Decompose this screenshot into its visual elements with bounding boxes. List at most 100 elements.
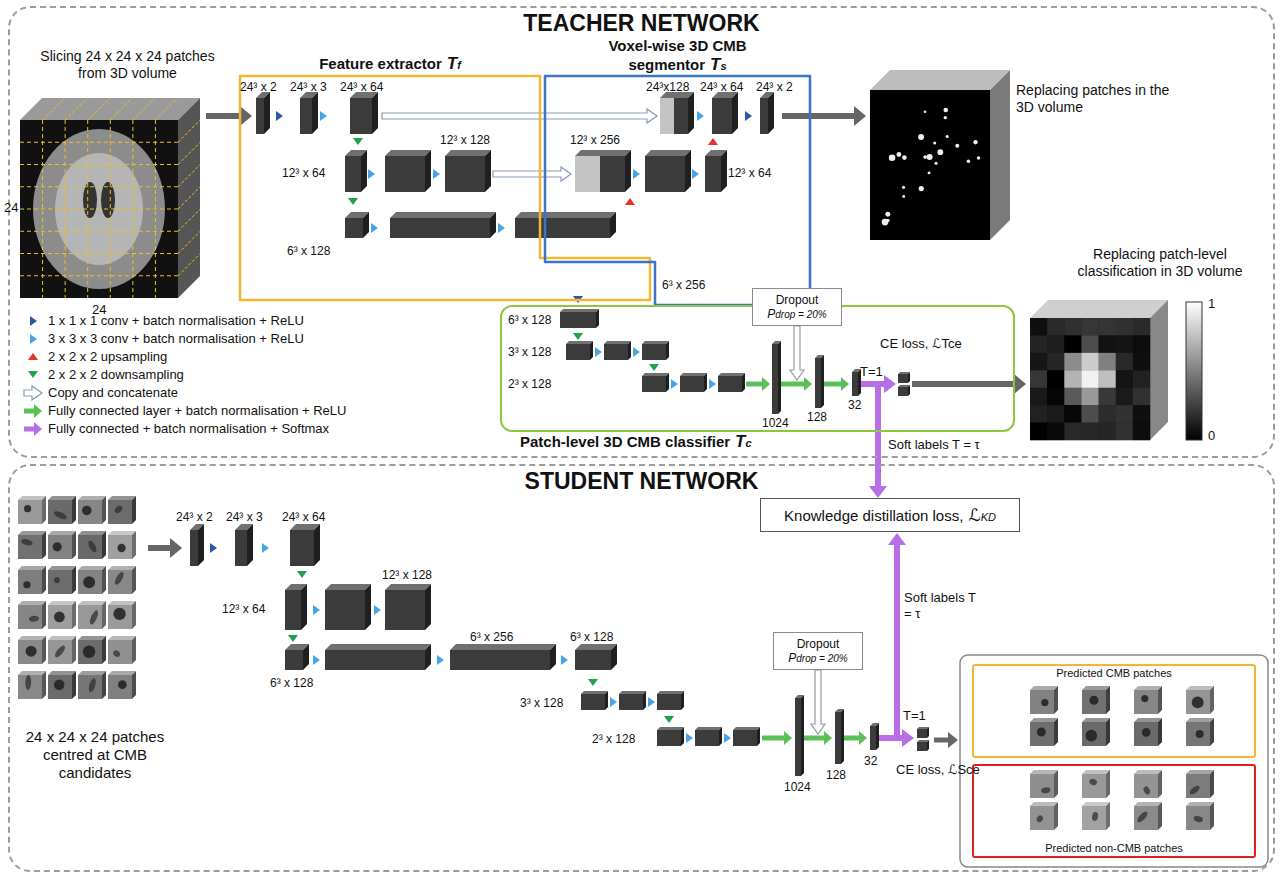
feature-map <box>645 156 685 192</box>
probability-cell <box>1081 353 1098 371</box>
arrow-line <box>912 381 1015 387</box>
patch-grid <box>178 232 200 254</box>
arrow-line <box>762 736 785 741</box>
patch-cube <box>48 601 76 605</box>
probability-cell <box>1030 353 1047 371</box>
patch-cube <box>18 605 42 629</box>
feature-map <box>732 92 738 134</box>
probability-cell <box>1047 318 1064 336</box>
volume-top <box>1030 300 1168 318</box>
patch-cube <box>78 601 106 605</box>
feature-map <box>300 98 312 134</box>
module-heading-text: Tf <box>447 54 461 75</box>
feature-map <box>695 730 719 746</box>
segmented-microbleed <box>902 186 905 189</box>
module-outline: Voxel-wise 3D CMB segmentorTs <box>545 76 810 305</box>
segmented-microbleed <box>937 149 943 155</box>
feature-map <box>485 150 491 192</box>
copy-arrow <box>493 167 571 181</box>
feature-map <box>657 691 684 694</box>
microbleed-blob <box>1037 728 1046 737</box>
probability-cell <box>1030 370 1047 388</box>
feature-map <box>325 584 371 590</box>
segmented-microbleed <box>967 159 970 162</box>
feature-map <box>361 150 367 192</box>
module-outline-path <box>240 76 650 300</box>
module-heading: Patch-level 3D CMB classifierTc <box>520 432 752 453</box>
patch-cube <box>1134 770 1162 774</box>
patch-cube <box>1030 770 1058 774</box>
text-label: 24³ x 2 <box>240 80 277 94</box>
text-label: 32 <box>864 754 877 768</box>
downsample-arrow <box>288 635 298 642</box>
patch-cube <box>48 636 76 640</box>
feature-map <box>390 218 490 238</box>
patch-cube <box>18 496 46 500</box>
feature-map <box>575 156 600 192</box>
patch-cube <box>48 496 76 500</box>
patch-cube <box>1158 770 1162 798</box>
patch-cube <box>72 601 76 629</box>
conv-arrow <box>692 169 699 179</box>
arrow-head <box>784 731 792 745</box>
panel-title-text: STUDENT NETWORK <box>525 468 759 494</box>
patch-cube <box>48 535 72 559</box>
text-label: 24³ x 64 <box>282 510 325 524</box>
patch-cube <box>108 636 136 640</box>
feature-map <box>642 344 666 360</box>
arrow-line <box>206 113 241 119</box>
module-outline: Feature extractorTf <box>240 76 650 300</box>
patch-grid <box>20 164 178 165</box>
mimic-blob <box>20 538 33 547</box>
downsample-arrow <box>573 333 583 340</box>
feature-map <box>264 92 270 134</box>
feature-map <box>372 92 378 134</box>
text-label: T=1 <box>903 708 926 724</box>
patch-cube <box>108 640 132 664</box>
segmented-microbleed <box>973 140 977 144</box>
volume-front <box>870 90 990 240</box>
segmented-microbleed <box>946 135 949 138</box>
patch-cube <box>108 566 136 570</box>
connector-line <box>875 432 881 487</box>
patch-cube <box>108 496 136 500</box>
feature-map <box>680 376 704 392</box>
conv-arrow <box>313 655 320 665</box>
downsample-arrow <box>664 716 674 723</box>
mimic-blob <box>87 540 98 554</box>
text-label: 24 x 24 x 24 patches centred at CMB cand… <box>10 728 180 782</box>
arrow-head <box>902 729 914 747</box>
text-label: 24³x128 <box>646 80 689 94</box>
feature-map <box>712 98 732 134</box>
patch-grid <box>178 187 200 209</box>
downsample-arrow <box>588 679 598 686</box>
patch-cube <box>18 531 46 535</box>
patch-cube <box>48 531 76 535</box>
text-label: 24³ x 2 <box>176 510 213 524</box>
feature-map <box>445 150 491 156</box>
feature-map <box>917 729 927 738</box>
edge-label: Soft labels T = τ <box>886 437 982 453</box>
probability-cell <box>1064 388 1081 406</box>
segmented-microbleed <box>934 162 937 165</box>
patch-cube <box>1210 770 1214 798</box>
patch-cube <box>78 535 102 559</box>
dropout-text: Pdrop = 20% <box>788 651 847 666</box>
conv-arrow <box>595 347 602 357</box>
patch-cube <box>1030 802 1058 806</box>
arrow-line <box>824 382 842 387</box>
probability-cell <box>1133 388 1150 406</box>
patch-cube <box>1106 770 1110 798</box>
panel-title-text: TEACHER NETWORK <box>523 10 759 36</box>
ventricle <box>83 182 97 218</box>
output-panel <box>960 655 1268 867</box>
conv-arrow <box>371 223 378 233</box>
segmented-microbleed <box>944 116 947 119</box>
feature-map <box>666 341 669 360</box>
probability-cell <box>1081 423 1098 441</box>
text-label: 1024 <box>784 780 811 794</box>
patch-cube <box>18 601 46 605</box>
feature-map <box>704 373 707 392</box>
mimic-blob <box>29 615 40 622</box>
patch-cube <box>78 566 106 570</box>
